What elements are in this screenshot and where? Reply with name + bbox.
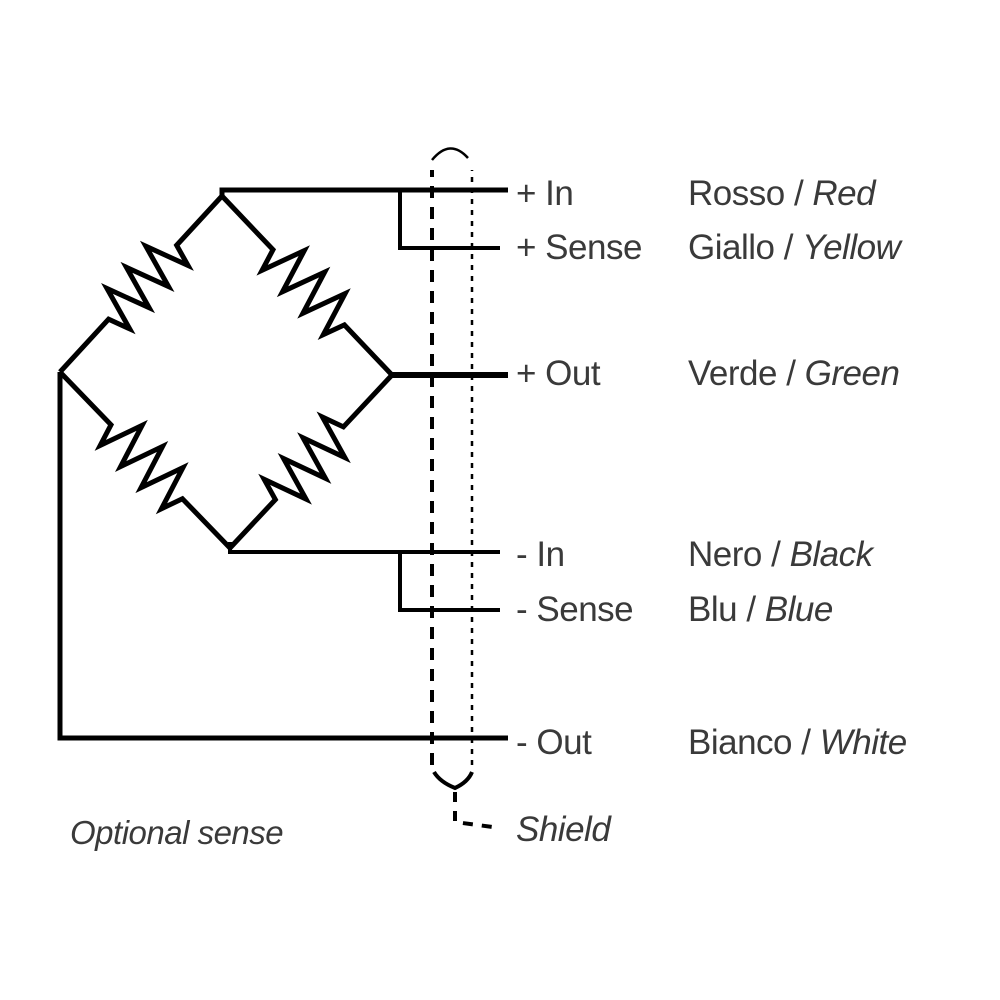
- color-italian: Giallo: [688, 228, 775, 267]
- optional-sense-label: Optional sense: [70, 814, 284, 851]
- terminal-label: + Sense: [516, 228, 642, 267]
- wire-plus-in: [219, 187, 508, 196]
- wire-color-label: Giallo / Yellow: [688, 228, 901, 267]
- color-italian: Verde: [688, 354, 777, 393]
- color-english: White: [819, 723, 907, 762]
- shield: [430, 147, 501, 830]
- color-italian: Bianco: [688, 723, 793, 762]
- wire-color-label: Rosso / Red: [688, 174, 876, 213]
- resistor-top-left: [58, 194, 224, 374]
- color-english: Black: [789, 535, 874, 574]
- terminal-label: - Sense: [516, 590, 634, 629]
- wire-color-label: Blu / Blue: [688, 592, 833, 627]
- resistor-bottom-left: [58, 370, 232, 550]
- wire-minus-out: [57, 372, 508, 741]
- color-italian: Blu: [688, 590, 738, 629]
- terminal-label: - In: [516, 535, 565, 574]
- color-italian: Rosso: [688, 174, 785, 213]
- terminal-label: + In: [516, 174, 574, 213]
- separator: /: [761, 535, 790, 574]
- wire-color-label: Bianco / White: [688, 725, 907, 760]
- shield-label: Shield: [516, 810, 611, 849]
- resistor-bottom-right: [228, 373, 394, 550]
- separator: /: [784, 174, 813, 213]
- color-english: Yellow: [802, 228, 901, 267]
- color-italian: Nero: [688, 535, 762, 574]
- wire-minus-sense: [398, 552, 500, 612]
- terminal-label: + Out: [516, 354, 601, 393]
- shield-top-arc: [431, 147, 469, 161]
- wire-color-label: Verde / Green: [688, 354, 900, 393]
- wire-plus-sense: [398, 190, 500, 250]
- separator: /: [774, 228, 803, 267]
- wire-minus-in: [228, 542, 500, 554]
- separator: /: [737, 590, 765, 629]
- color-english: Red: [812, 174, 876, 213]
- color-english: Green: [804, 354, 900, 393]
- shield-bottom: [432, 770, 474, 791]
- separator: /: [776, 354, 805, 393]
- terminal-label: - Out: [516, 723, 592, 762]
- shield-drain: [453, 792, 501, 830]
- color-english: Blue: [764, 590, 834, 629]
- resistor-top-right: [220, 194, 394, 377]
- wire-color-label: Nero / Black: [688, 537, 873, 572]
- separator: /: [792, 723, 820, 762]
